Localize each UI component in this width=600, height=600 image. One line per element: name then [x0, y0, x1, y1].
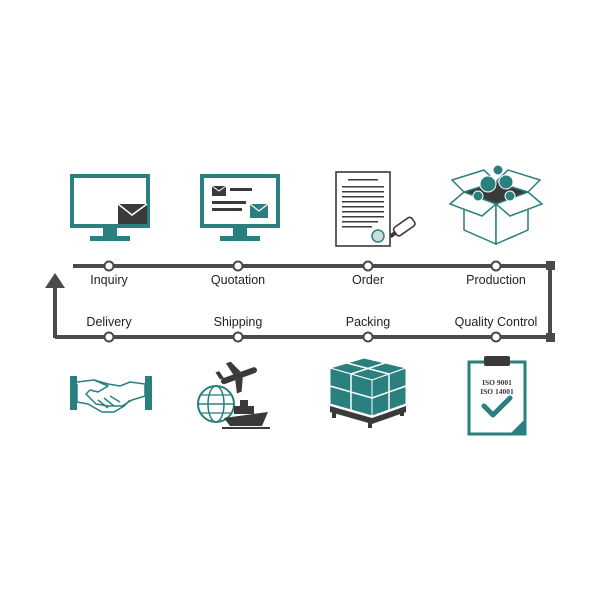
step-label-inquiry: Inquiry	[90, 273, 128, 287]
handshake-icon	[70, 376, 152, 413]
pallet-boxes-icon	[328, 357, 408, 428]
clipboard-iso-icon: ISO 9001 ISO 14001	[467, 356, 527, 436]
top-end-cap	[546, 261, 555, 270]
step-label-production: Production	[466, 273, 526, 287]
node-production	[490, 260, 502, 272]
node-quotation	[232, 260, 244, 272]
step-label-quality-control: Quality Control	[454, 315, 538, 329]
step-label-packing: Packing	[345, 315, 391, 329]
monitor-mail-icon	[70, 174, 150, 241]
monitor-document-icon	[200, 174, 280, 241]
box-gears-icon	[448, 164, 544, 246]
step-label-delivery: Delivery	[86, 315, 132, 329]
iso-9001-text: ISO 9001	[482, 378, 512, 387]
node-packing	[362, 331, 374, 343]
step-label-order: Order	[352, 273, 384, 287]
node-quality-control	[490, 331, 502, 343]
step-label-quotation: Quotation	[210, 273, 266, 287]
node-delivery	[103, 331, 115, 343]
contract-stamp-icon	[335, 171, 416, 247]
flow-arrow-icon	[45, 273, 65, 288]
step-label-shipping: Shipping	[213, 315, 263, 329]
node-order	[362, 260, 374, 272]
iso-14001-text: ISO 14001	[480, 387, 514, 396]
node-inquiry	[103, 260, 115, 272]
node-shipping	[232, 331, 244, 343]
checkmark-icon	[481, 395, 513, 418]
bottom-end-cap	[546, 333, 555, 342]
globe-plane-ship-icon	[197, 361, 270, 429]
